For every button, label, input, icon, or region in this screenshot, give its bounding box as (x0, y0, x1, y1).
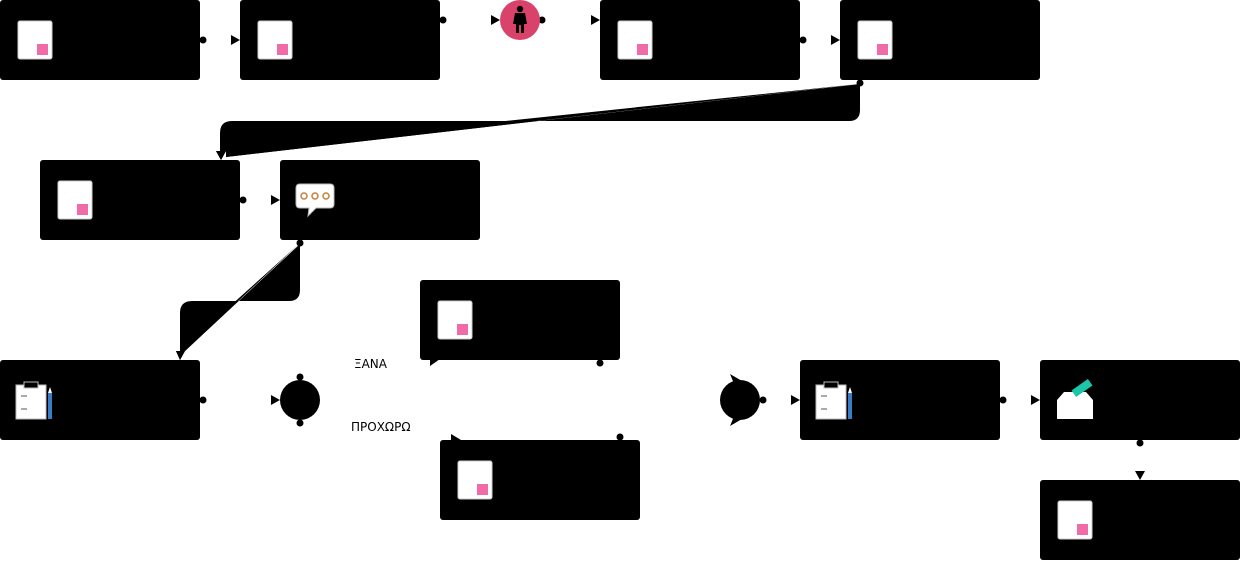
node-form-back[interactable] (420, 280, 620, 360)
form-icon (857, 20, 893, 60)
gateway-join[interactable] (720, 380, 760, 420)
form-icon (57, 180, 93, 220)
inbox-approve-icon (1057, 378, 1093, 419)
node-form-final[interactable] (1040, 480, 1240, 560)
connector-1-2 (199, 35, 240, 45)
node-form-5[interactable] (40, 160, 240, 240)
node-form-2[interactable] (240, 0, 440, 80)
node-form-4[interactable] (840, 0, 1040, 80)
form-icon (437, 300, 473, 340)
checklist-clipboard-icon (15, 381, 52, 420)
person-icon (513, 5, 527, 33)
branch-label-back: ΞΑΝΑ (354, 357, 387, 371)
connector-5-6 (239, 195, 280, 205)
branch-label-forward: ΠΡΟΧΩΡΩ (351, 420, 411, 434)
speech-bubble-icon (295, 183, 335, 218)
node-form-3[interactable] (600, 0, 800, 80)
connector-inbox-final (1135, 439, 1145, 480)
connector-person-3 (538, 15, 600, 25)
connector-2-person (439, 15, 500, 25)
node-person[interactable] (500, 0, 540, 40)
node-checklist-2[interactable] (800, 360, 1000, 440)
connector-join-checklist (759, 395, 800, 405)
connector-forward-join (616, 414, 742, 441)
connector-4-5 (216, 79, 864, 160)
node-form-forward[interactable] (440, 440, 640, 520)
connector-checklist-inbox (999, 395, 1040, 405)
connector-back-join (596, 359, 742, 386)
connector-7-gateway (199, 395, 280, 405)
node-message[interactable] (280, 160, 480, 240)
node-inbox[interactable] (1040, 360, 1240, 440)
connector-6-7 (176, 239, 304, 360)
node-form-1[interactable] (0, 0, 200, 80)
gateway-split[interactable] (280, 380, 320, 420)
checklist-clipboard-icon (815, 381, 852, 420)
form-icon (257, 20, 293, 60)
form-icon (17, 20, 53, 60)
form-icon (617, 20, 653, 60)
form-icon (1057, 500, 1093, 540)
connector-3-4 (799, 35, 840, 45)
form-icon (457, 460, 493, 500)
node-checklist-1[interactable] (0, 360, 200, 440)
